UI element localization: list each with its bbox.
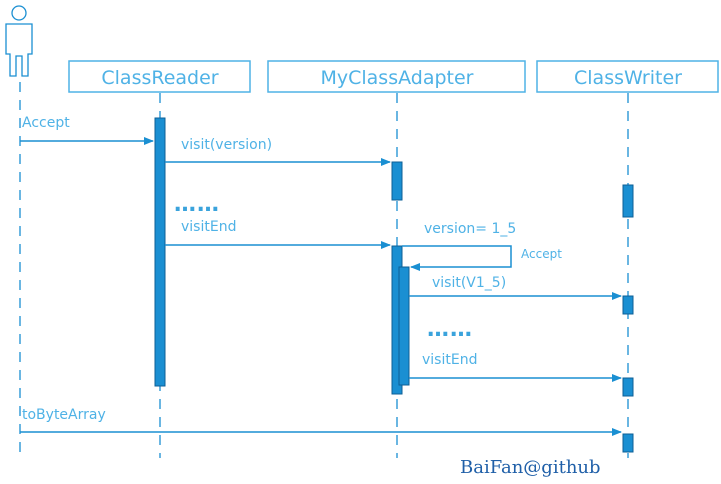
writer-activation-2: [622, 295, 634, 315]
class-writer-label: ClassWriter: [574, 67, 682, 89]
ellipsis-1: ……: [174, 192, 220, 217]
adapter-activation-1: [391, 161, 403, 201]
ellipsis-2: ……: [427, 317, 473, 342]
participant-my-class-adapter: MyClassAdapter: [267, 60, 526, 93]
accept-label: Accept: [22, 115, 70, 131]
version-assign-label: version= 1_5: [424, 221, 516, 237]
my-class-adapter-label: MyClassAdapter: [320, 67, 473, 89]
self-accept-arrow: [402, 245, 512, 271]
class-reader-label: ClassReader: [101, 67, 218, 89]
watermark: BaiFan@github: [460, 457, 601, 478]
visit-version-label: visit(version): [181, 137, 272, 153]
visit-end-label-1: visitEnd: [181, 219, 236, 235]
user-icon: [5, 5, 33, 77]
participant-class-reader: ClassReader: [68, 60, 251, 93]
writer-activation-1: [622, 184, 634, 218]
self-accept-label: Accept: [521, 247, 562, 261]
participant-class-writer: ClassWriter: [536, 60, 719, 93]
to-byte-array-label: toByteArray: [22, 407, 106, 423]
class-reader-activation: [154, 117, 166, 387]
adapter-nested-activation: [398, 266, 410, 386]
writer-activation-4: [622, 433, 634, 453]
visit-end-label-2: visitEnd: [422, 352, 477, 368]
writer-activation-3: [622, 377, 634, 397]
visit-v1-5-label: visit(V1_5): [432, 275, 506, 291]
